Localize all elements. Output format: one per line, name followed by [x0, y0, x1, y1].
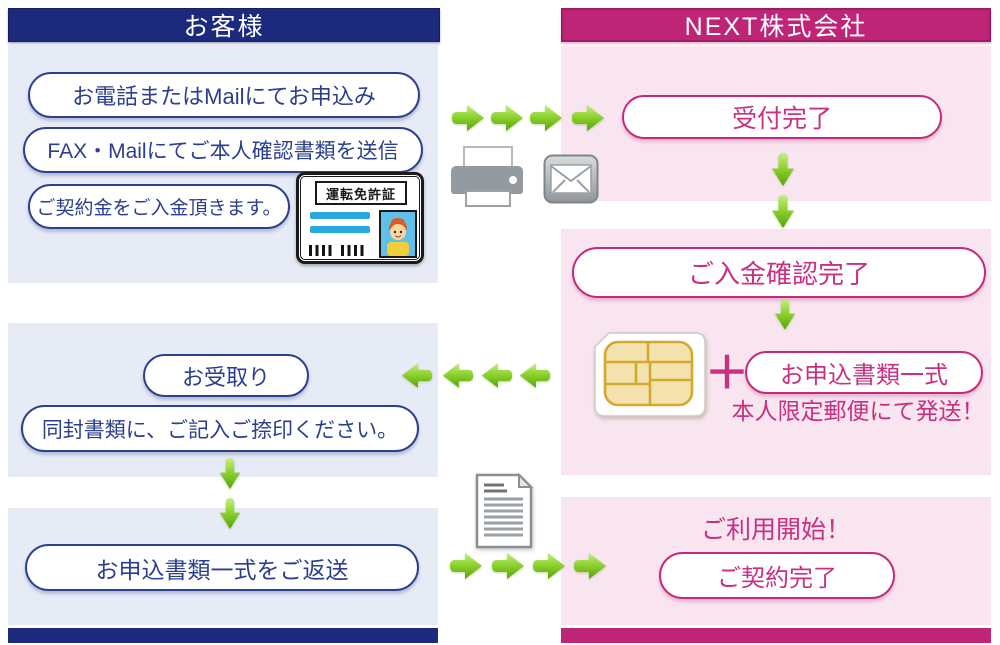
pill-label: ご入金確認完了 [687, 259, 870, 289]
flow-arrow-right-icon [452, 105, 484, 131]
printer-output-tray [465, 190, 511, 207]
flow-arrow-left-icon [442, 363, 474, 388]
flow-arrow-right-icon [492, 553, 524, 579]
company-column-header: NEXT株式会社 [561, 8, 991, 42]
customer-footer-bar [8, 628, 438, 643]
flow-arrow-right-icon [450, 553, 482, 579]
pill-label: 受付完了 [731, 105, 832, 133]
customer-title: お客様 [183, 13, 265, 41]
license-title: 運転免許証 [315, 181, 407, 205]
pill-label: ご契約金をご入金頂きます。 [36, 198, 282, 219]
pill-apply-by-phone-or-mail: お電話またはMailにてお申込み [28, 72, 420, 118]
pill-label: お申込書類一式 [780, 362, 948, 389]
pill-return-documents: お申込書類一式をご返送 [25, 544, 419, 591]
printer-body [451, 166, 523, 194]
pill-application-documents-set: お申込書類一式 [745, 351, 983, 394]
pill-label: お受取り [181, 364, 270, 390]
company-title: NEXT株式会社 [684, 13, 868, 41]
customer-column-header: お客様 [8, 8, 440, 42]
plus-label: ＋ [705, 349, 749, 398]
license-barcode [309, 245, 335, 256]
customer-receive-panel [8, 323, 438, 477]
flow-arrow-right-icon [574, 553, 606, 579]
license-photo [379, 210, 417, 258]
pill-label: FAX・Mailにてご本人確認書類を送信 [47, 140, 399, 163]
pill-payment-confirmed: ご入金確認完了 [572, 247, 986, 298]
shipping-note-label: 本人限定郵便にて発送！ [731, 398, 985, 424]
flow-arrow-down-icon [219, 498, 241, 529]
service-start-label: ご利用開始！ [660, 512, 892, 544]
flow-arrow-right-icon [533, 553, 565, 579]
flow-arrow-left-icon [401, 363, 433, 388]
service-start-text: ご利用開始！ [700, 516, 851, 544]
flow-arrow-right-icon [491, 105, 523, 131]
license-line [310, 226, 370, 233]
flow-arrow-left-icon [519, 363, 551, 388]
pill-label: お申込書類一式をご返送 [95, 556, 349, 583]
sim-chip-icon [594, 332, 706, 417]
printer-icon [451, 146, 523, 207]
mail-icon [543, 154, 599, 204]
flow-arrow-down-icon [772, 195, 794, 228]
pill-label: ご契約完了 [717, 565, 837, 592]
drivers-license-icon: 運転免許証 [296, 172, 424, 264]
flow-arrow-down-icon [772, 153, 794, 186]
pill-pay-contract-fee: ご契約金をご入金頂きます。 [28, 184, 290, 229]
company-footer-bar [561, 628, 991, 643]
pill-label: お電話またはMailにてお申込み [72, 84, 376, 109]
flow-arrow-left-icon [481, 363, 513, 388]
person-avatar-icon [381, 212, 415, 256]
pill-reception-complete: 受付完了 [622, 95, 942, 139]
pill-send-identity-documents: FAX・Mailにてご本人確認書類を送信 [23, 127, 423, 173]
pill-receive: お受取り [143, 354, 309, 397]
plus-sign: ＋ [704, 346, 750, 398]
license-line [310, 212, 370, 219]
flow-arrow-right-icon [530, 105, 562, 131]
flow-arrow-down-icon [219, 458, 241, 489]
pill-contract-complete: ご契約完了 [659, 552, 895, 599]
flow-arrow-right-icon [572, 105, 604, 131]
flow-arrow-down-icon [774, 299, 796, 330]
document-icon [475, 473, 534, 549]
printer-led [509, 176, 517, 184]
pill-sign-and-seal: 同封書類に、ご記入ご捺印ください。 [21, 405, 419, 452]
pill-label: 同封書類に、ご記入ご捺印ください。 [41, 418, 399, 442]
license-barcode [341, 245, 367, 256]
shipping-note: 本人限定郵便にて発送！ [722, 394, 994, 424]
